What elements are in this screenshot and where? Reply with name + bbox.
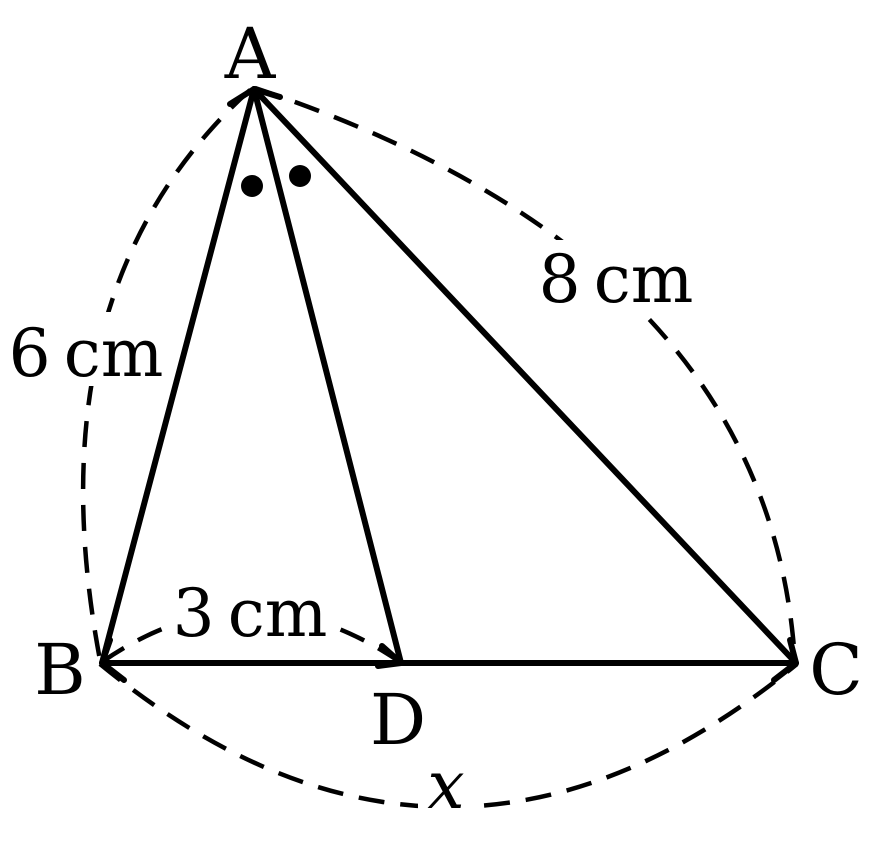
label-mask-ab xyxy=(4,312,168,386)
vertex-label-b: B xyxy=(34,629,85,711)
angle-dot-bad xyxy=(241,175,263,197)
vertex-label-c: C xyxy=(809,629,863,711)
length-label-bc: x xyxy=(427,747,464,824)
vertex-label-a: A xyxy=(224,13,277,95)
label-mask-bd xyxy=(166,576,334,646)
vertex-label-d: D xyxy=(370,679,426,761)
length-label-bd: 3 cm xyxy=(173,575,328,652)
length-label-ab: 6 cm xyxy=(9,315,164,392)
arrowhead-at-c xyxy=(771,637,799,683)
arrowhead-at-a xyxy=(227,86,283,107)
arrowhead-at-d xyxy=(375,643,404,669)
dimension-arc-bd xyxy=(100,608,402,664)
dimension-arc-ab xyxy=(80,88,252,661)
edge-ac xyxy=(251,86,799,666)
edge-ab xyxy=(99,86,257,666)
edge-ad xyxy=(251,86,404,666)
label-mask-x xyxy=(418,758,474,820)
dimension-arc-ac xyxy=(254,85,798,663)
label-mask-ac xyxy=(532,240,700,316)
length-label-ac: 8 cm xyxy=(539,241,694,318)
arrowhead-at-b xyxy=(99,637,127,683)
angle-dot-dac xyxy=(289,165,311,187)
